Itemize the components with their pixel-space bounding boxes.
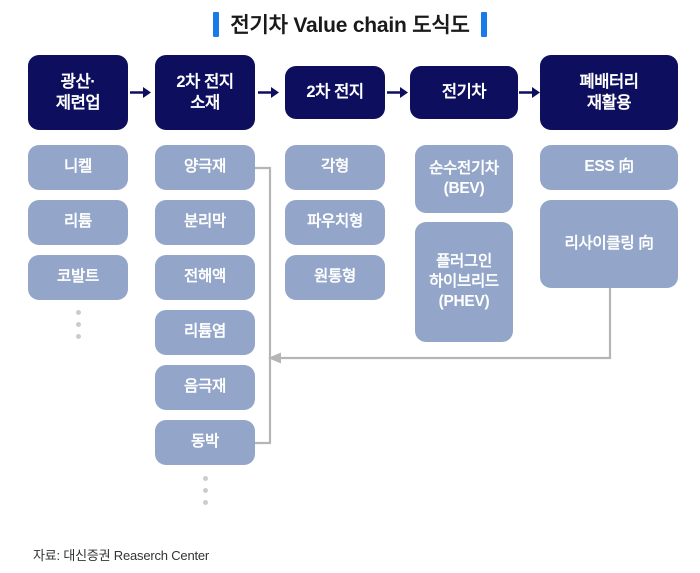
item-ess-label: ESS 向 xyxy=(584,158,634,176)
stage-header-battery-label: 2차 전지 xyxy=(306,83,364,102)
ellipsis-mining xyxy=(71,310,85,339)
item-cobalt-label: 코발트 xyxy=(57,268,99,286)
ellipsis-dot xyxy=(202,476,208,481)
item-electrolyte[interactable]: 전해액 xyxy=(155,255,255,300)
stage-arrow-battery-to-ev xyxy=(387,87,408,98)
stage-header-battery[interactable]: 2차 전지 xyxy=(285,66,385,119)
title-accent-bar-right xyxy=(480,11,487,37)
ellipsis-materials xyxy=(198,476,212,505)
item-cylindrical[interactable]: 원통형 xyxy=(285,255,385,300)
item-nickel-label: 니켈 xyxy=(64,158,92,176)
item-separator[interactable]: 분리막 xyxy=(155,200,255,245)
item-cobalt[interactable]: 코발트 xyxy=(28,255,128,300)
stage-header-materials-label: 2차 전지 소재 xyxy=(176,73,234,112)
ellipsis-dot xyxy=(202,500,208,505)
stage-arrow-mining-to-materials xyxy=(130,87,151,98)
ellipsis-dot xyxy=(75,310,81,315)
item-bev[interactable]: 순수전기차 (BEV) xyxy=(415,145,513,213)
item-anode-label: 음극재 xyxy=(184,378,226,396)
item-prismatic[interactable]: 각형 xyxy=(285,145,385,190)
item-anode[interactable]: 음극재 xyxy=(155,365,255,410)
item-copper-foil-label: 동박 xyxy=(191,433,219,451)
stage-arrow-ev-to-recycling xyxy=(519,87,540,98)
ellipsis-dot xyxy=(75,334,81,339)
item-pouch-label: 파우치형 xyxy=(307,213,363,231)
item-separator-label: 분리막 xyxy=(184,213,226,231)
ellipsis-dot xyxy=(202,488,208,493)
item-recycling-use[interactable]: 리사이클링 向 xyxy=(540,200,678,288)
title-text: 전기차 Value chain 도식도 xyxy=(230,14,470,37)
item-phev-label: 플러그인 하이브리드 (PHEV) xyxy=(429,252,499,311)
item-lithium-salt-label: 리튬염 xyxy=(184,323,226,341)
item-cathode[interactable]: 양극재 xyxy=(155,145,255,190)
item-lithium-label: 리튬 xyxy=(64,213,92,231)
page-title: 전기차 Value chain 도식도 xyxy=(0,8,700,40)
stage-header-recycling[interactable]: 폐배터리 재활용 xyxy=(540,55,678,130)
item-ess[interactable]: ESS 向 xyxy=(540,145,678,190)
item-cathode-label: 양극재 xyxy=(184,158,226,176)
stage-arrow-materials-to-battery xyxy=(258,87,279,98)
item-pouch[interactable]: 파우치형 xyxy=(285,200,385,245)
stage-header-mining[interactable]: 광산· 제련업 xyxy=(28,55,128,130)
stage-header-mining-label: 광산· 제련업 xyxy=(55,73,101,112)
item-lithium[interactable]: 리튬 xyxy=(28,200,128,245)
item-prismatic-label: 각형 xyxy=(321,158,349,176)
title-accent-bar-left xyxy=(213,11,220,37)
item-nickel[interactable]: 니켈 xyxy=(28,145,128,190)
item-electrolyte-label: 전해액 xyxy=(184,268,226,286)
stage-header-recycling-label: 폐배터리 재활용 xyxy=(579,73,639,112)
stage-header-ev-label: 전기차 xyxy=(441,83,487,102)
item-phev[interactable]: 플러그인 하이브리드 (PHEV) xyxy=(415,222,513,342)
ellipsis-dot xyxy=(75,322,81,327)
item-cylindrical-label: 원통형 xyxy=(314,268,356,286)
stage-header-ev[interactable]: 전기차 xyxy=(410,66,518,119)
item-lithium-salt[interactable]: 리튬염 xyxy=(155,310,255,355)
materials-bracket xyxy=(255,166,272,445)
stage-header-materials[interactable]: 2차 전지 소재 xyxy=(155,55,255,130)
item-recycling-use-label: 리사이클링 向 xyxy=(564,234,654,252)
item-copper-foil[interactable]: 동박 xyxy=(155,420,255,465)
feedback-flow-arrowhead xyxy=(268,352,281,364)
source-note: 자료: 대신증권 Reaserch Center xyxy=(33,548,210,563)
item-bev-label: 순수전기차 (BEV) xyxy=(429,159,499,197)
